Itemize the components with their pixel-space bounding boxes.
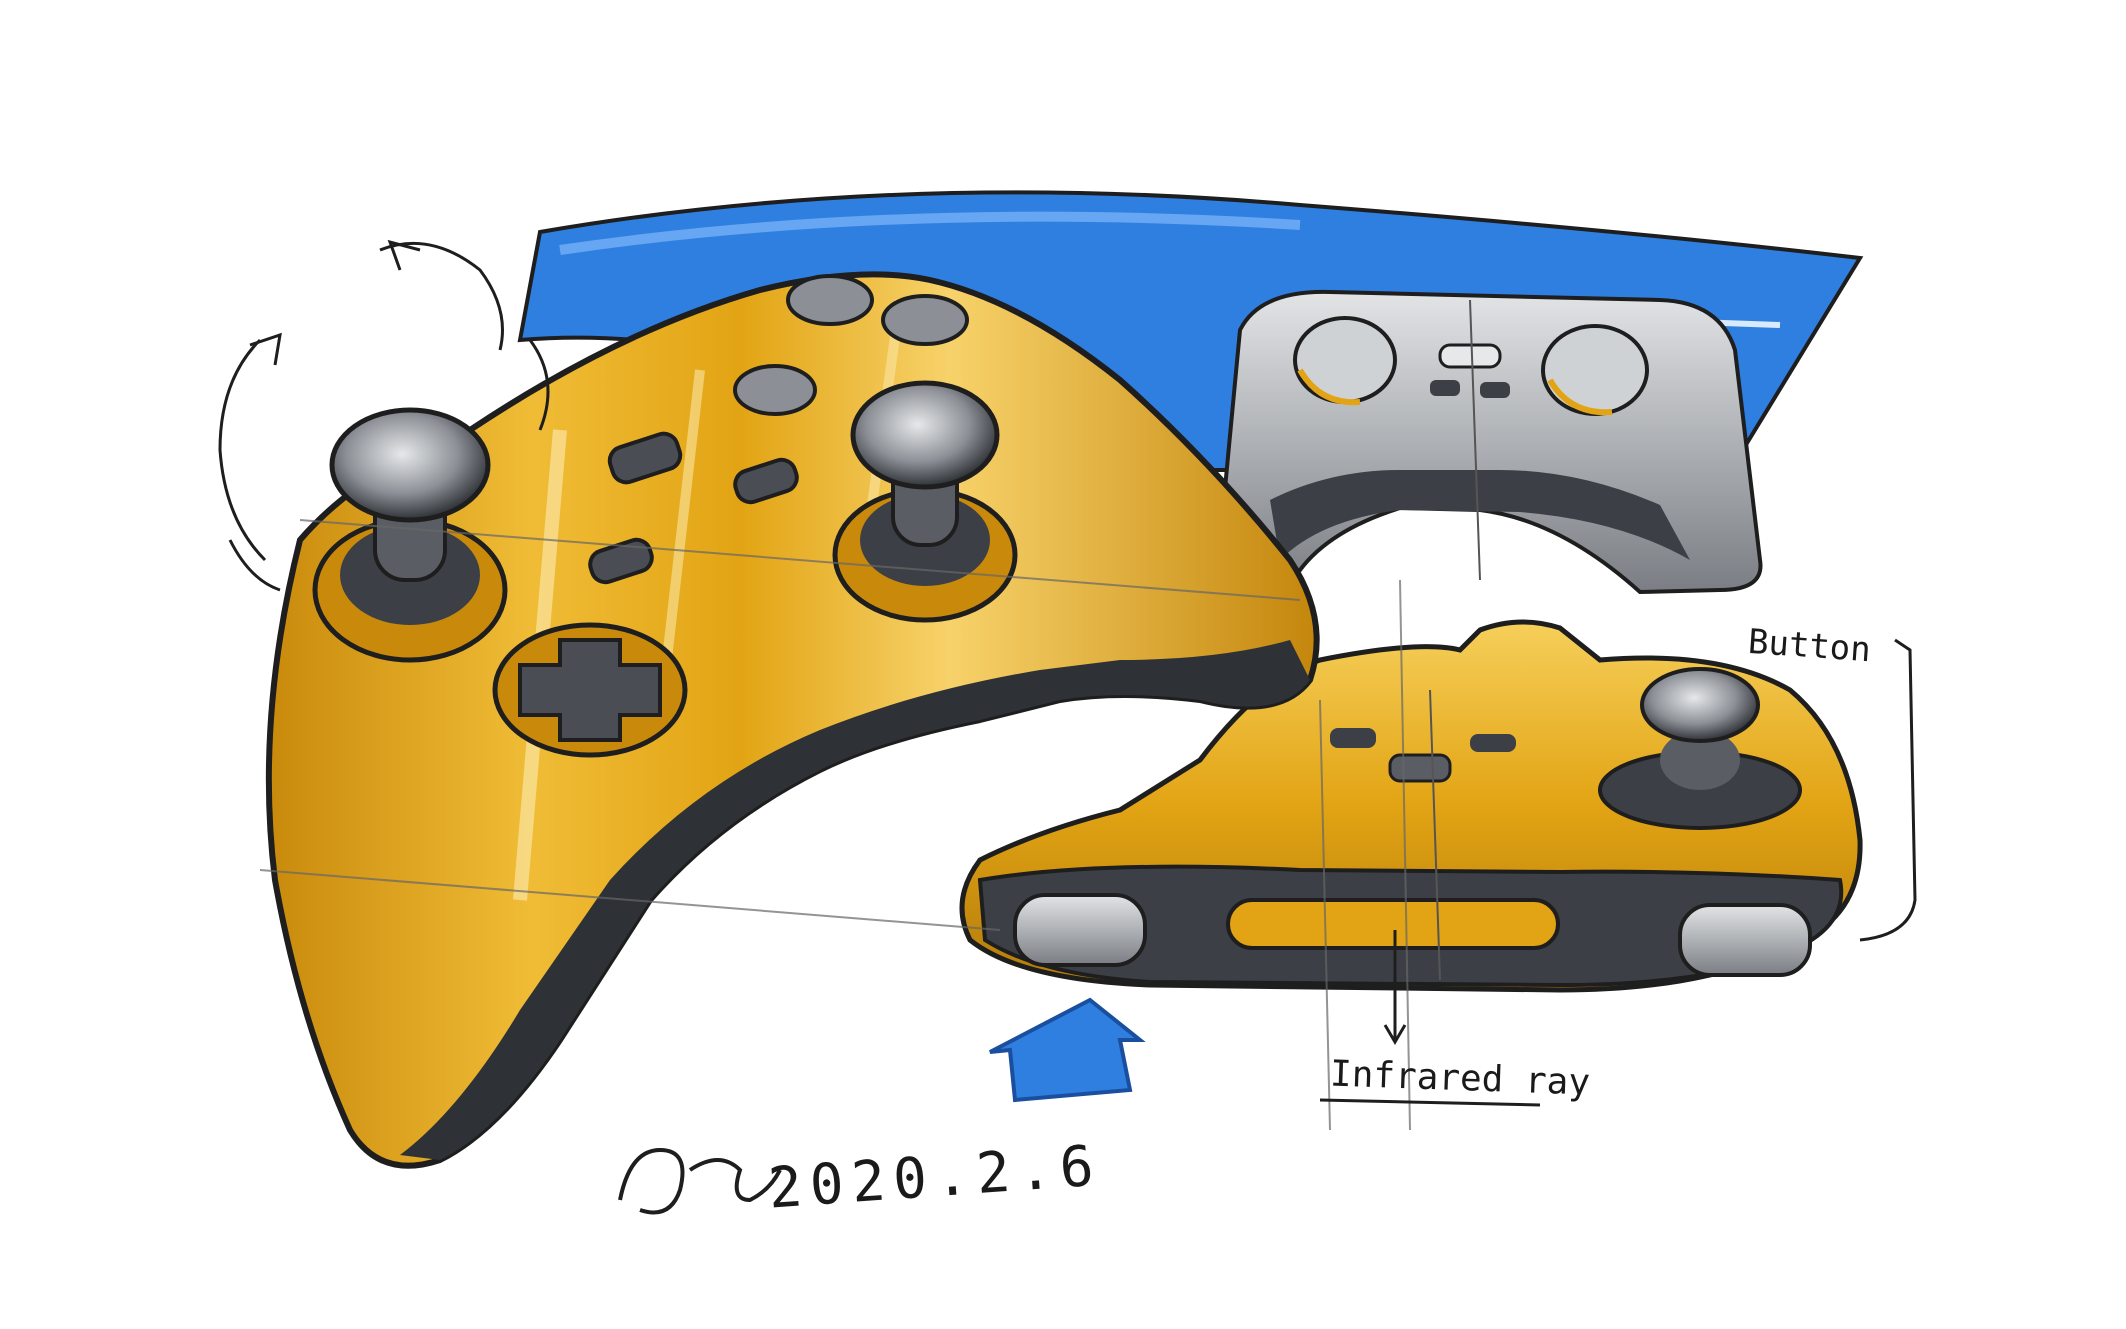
up-arrow-icon bbox=[989, 997, 1146, 1103]
controller-back-view bbox=[1219, 289, 1763, 595]
controller-front-view bbox=[959, 619, 1863, 993]
controller-main-view bbox=[265, 271, 1320, 1169]
rotation-arrows-icon bbox=[218, 239, 550, 592]
construction-lines bbox=[259, 519, 1411, 1131]
button-callout bbox=[1859, 638, 1917, 942]
down-arrow-icon bbox=[1319, 930, 1541, 1107]
signature-icon bbox=[618, 1147, 782, 1215]
button-annotation: Button bbox=[1746, 621, 1873, 671]
